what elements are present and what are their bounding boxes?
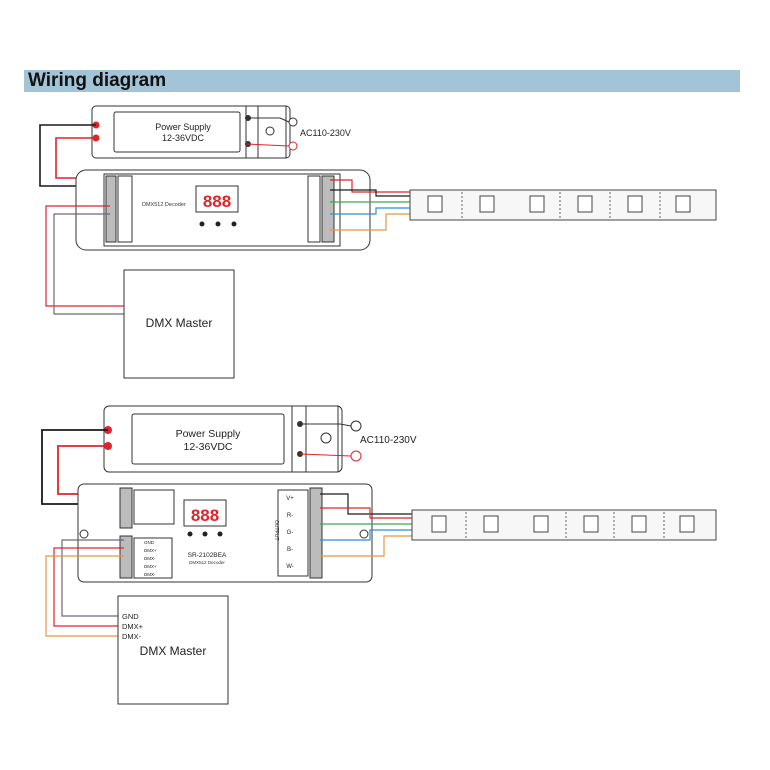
master-pins-label: DMX+ [122, 622, 144, 631]
decoder1-label: DMX512 Decoder [142, 202, 186, 208]
ac-input-2: AC110-230V [299, 420, 417, 462]
output-wires-2 [320, 493, 412, 557]
decoder2-display [183, 499, 227, 527]
ac2-ground-symbol [350, 420, 362, 432]
ac1-ground-symbol [288, 117, 298, 127]
decoder-2: 888 SR-2102BEA DMX512 Decoder OUTPUT V+ R… [77, 483, 373, 583]
output-wires-1 [330, 179, 410, 231]
dmx1-gray-wire [53, 213, 126, 315]
ac2-live-symbol [350, 450, 362, 462]
out-terms-label: V+ [286, 496, 294, 502]
decoder2-model: SR-2102BEA [188, 552, 227, 559]
dmx-terms-label: DMX- [144, 556, 156, 561]
led-strip-1 [409, 189, 717, 221]
ps2-label-line2: 12-36VDC [183, 441, 232, 453]
ps1-label-line1: Power Supply [155, 122, 211, 132]
decoder-1: 888 DMX512 Decoder [75, 169, 371, 251]
decoder2-display-digits: 888 [191, 506, 219, 525]
decoder2-output-terminals: V+ R- G- B- W- [286, 496, 294, 570]
dmx-master-1-label: DMX Master [146, 316, 213, 330]
dmx1-red-wire [45, 205, 126, 307]
dmx-terms-label: DMX- [144, 572, 156, 577]
dmx2-orange-wire [45, 555, 124, 637]
ps1-label-line2: 12-36VDC [162, 133, 205, 143]
out-terms-label: W- [286, 564, 294, 570]
ac1-live-symbol [288, 141, 298, 151]
ac-input-1: AC110-230V [245, 117, 351, 151]
decoder2-dmx-terminals: GND DMX+ DMX- DMX+ DMX- [144, 540, 157, 577]
dmx-terms-label: DMX+ [144, 548, 157, 553]
diagram-1: Power Supply 12-36VDC AC110-230V 888 [39, 105, 717, 379]
decoder1-display [195, 185, 239, 213]
out-terms-label: B- [287, 547, 293, 553]
dmx2-red-wire [53, 547, 124, 627]
decoder1-display-digits: 888 [203, 192, 231, 211]
out-terms-label: G- [287, 530, 294, 536]
dmx-master-1: DMX Master [123, 269, 235, 379]
ac1-label: AC110-230V [300, 128, 351, 138]
ac2-label: AC110-230V [360, 435, 417, 446]
power-supply-1: Power Supply 12-36VDC [91, 105, 291, 159]
decoder2-label: DMX512 Decoder [189, 560, 225, 565]
decoder2-output-label: OUTPUT [273, 520, 279, 541]
dmx-terms-label: DMX+ [144, 564, 157, 569]
ps2-label-line1: Power Supply [176, 428, 242, 440]
page-title: Wiring diagram [28, 70, 167, 91]
ps1-black-wire [39, 124, 110, 187]
led-strip-2 [411, 509, 717, 541]
power-supply-2: Power Supply 12-36VDC [103, 405, 343, 473]
diagram-2: Power Supply 12-36VDC AC110-230V 888 [41, 405, 717, 705]
dmx-terms-label: GND [144, 540, 155, 545]
title-banner: Wiring diagram [24, 70, 740, 92]
master-pins-label: DMX- [122, 632, 142, 641]
dmx2-gray-wire [61, 539, 124, 617]
dmx-master-2-label: DMX Master [140, 644, 207, 658]
out-terms-label: R- [287, 513, 293, 519]
master-pins-label: GND [122, 612, 139, 621]
